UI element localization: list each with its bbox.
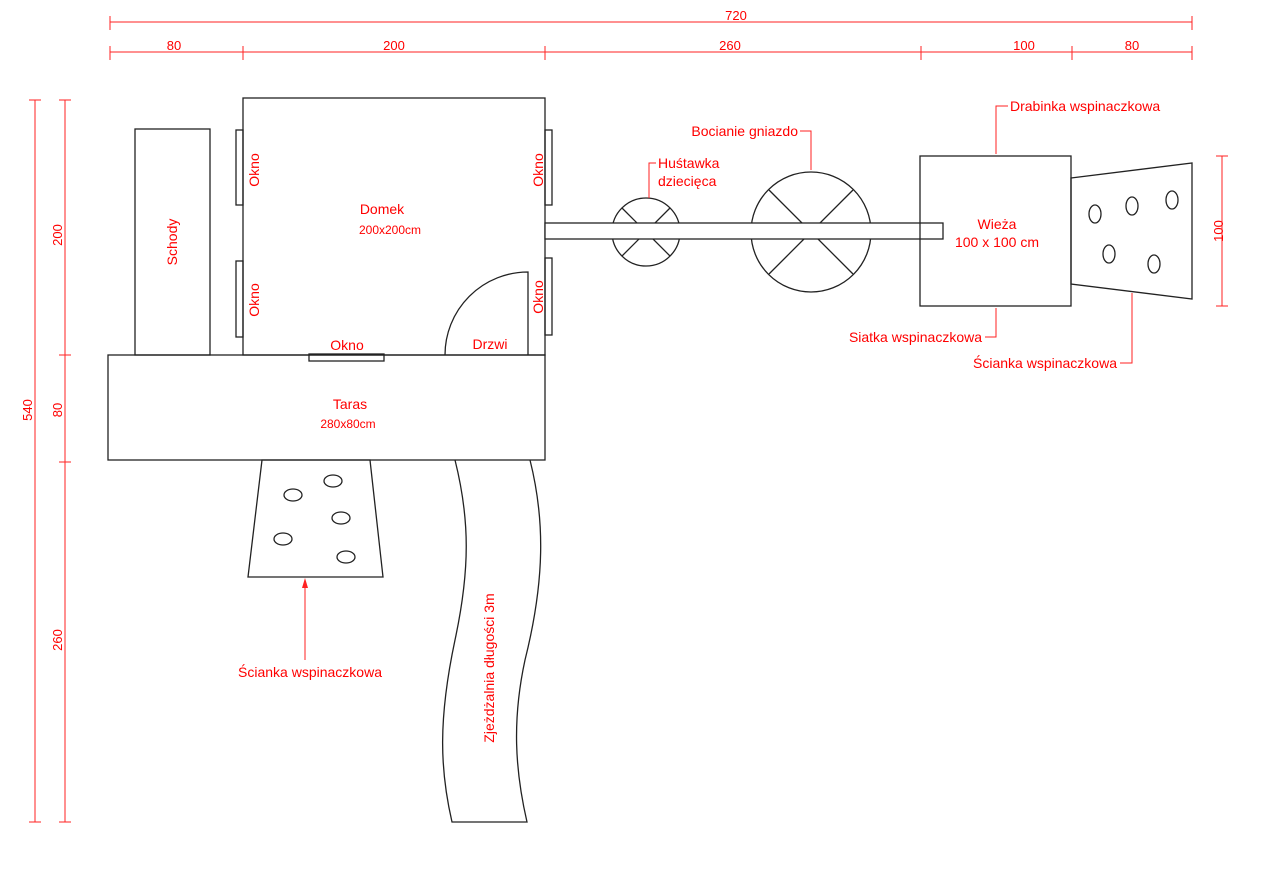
slide-label: Zjeżdżalnia długości 3m — [481, 593, 497, 742]
window-label: Okno — [530, 153, 546, 187]
stairs: Schody — [134, 128, 211, 356]
swing-callout: Huśtawka dziecięca — [648, 155, 720, 198]
terrace-label: Taras — [333, 396, 367, 412]
dimension-segments: 80 200 260 100 80 — [109, 38, 1193, 60]
slide: Zjeżdżalnia długości 3m — [441, 459, 542, 823]
stork-nest-callout: Bocianie gniazdo — [691, 123, 812, 170]
net-label: Siatka wspinaczkowa — [849, 329, 982, 345]
dimension-height-segments: 200 80 260 — [50, 99, 71, 823]
ladder-callout: Drabinka wspinaczkowa — [995, 98, 1160, 154]
house: Domek 200x200cm — [242, 97, 546, 356]
dim-label: 200 — [50, 224, 65, 246]
window-label: Okno — [530, 280, 546, 314]
tower-size: 100 x 100 cm — [955, 234, 1039, 250]
dim-label: 540 — [20, 399, 35, 421]
dim-label: 80 — [1125, 38, 1139, 53]
stairs-label: Schody — [164, 219, 180, 266]
climbing-wall-right — [1070, 162, 1193, 300]
house-label: Domek — [360, 201, 405, 217]
ladder-label: Drabinka wspinaczkowa — [1010, 98, 1160, 114]
house-size: 200x200cm — [359, 223, 421, 237]
right-wall-callout: Ścianka wspinaczkowa — [973, 293, 1133, 371]
window-label: Okno — [246, 153, 262, 187]
dim-label: 80 — [50, 403, 65, 417]
window-label: Okno — [330, 337, 364, 353]
terrace: Taras 280x80cm — [107, 354, 546, 461]
terrace-size: 280x80cm — [320, 417, 375, 431]
dim-label: 100 — [1013, 38, 1035, 53]
dim-label: 260 — [719, 38, 741, 53]
climbing-wall-label: Ścianka wspinaczkowa — [973, 354, 1117, 371]
dim-label: 200 — [383, 38, 405, 53]
dim-label: 260 — [50, 629, 65, 651]
door-label: Drzwi — [473, 336, 508, 352]
swing-label: dziecięca — [658, 173, 717, 189]
net-callout: Siatka wspinaczkowa — [849, 308, 997, 345]
swing-label: Huśtawka — [658, 155, 720, 171]
dim-label: 80 — [167, 38, 181, 53]
dim-label: 720 — [725, 8, 747, 23]
windows: Okno Okno Okno Okno Okno — [235, 129, 553, 362]
door: Drzwi — [444, 271, 529, 356]
dim-label: 100 — [1211, 220, 1226, 242]
window-label: Okno — [246, 283, 262, 317]
dimension-total-height: 540 — [20, 99, 41, 823]
tower: Wieża 100 x 100 cm — [919, 155, 1072, 307]
dimension-total-width: 720 — [109, 8, 1193, 30]
climbing-wall-bottom: Ścianka wspinaczkowa — [238, 459, 384, 680]
climbing-wall-label: Ścianka wspinaczkowa — [238, 663, 382, 680]
swing-beam — [544, 222, 944, 240]
tower-label: Wieża — [978, 216, 1017, 232]
dimension-tower: 100 — [1211, 155, 1228, 307]
stork-nest-label: Bocianie gniazdo — [691, 123, 798, 139]
